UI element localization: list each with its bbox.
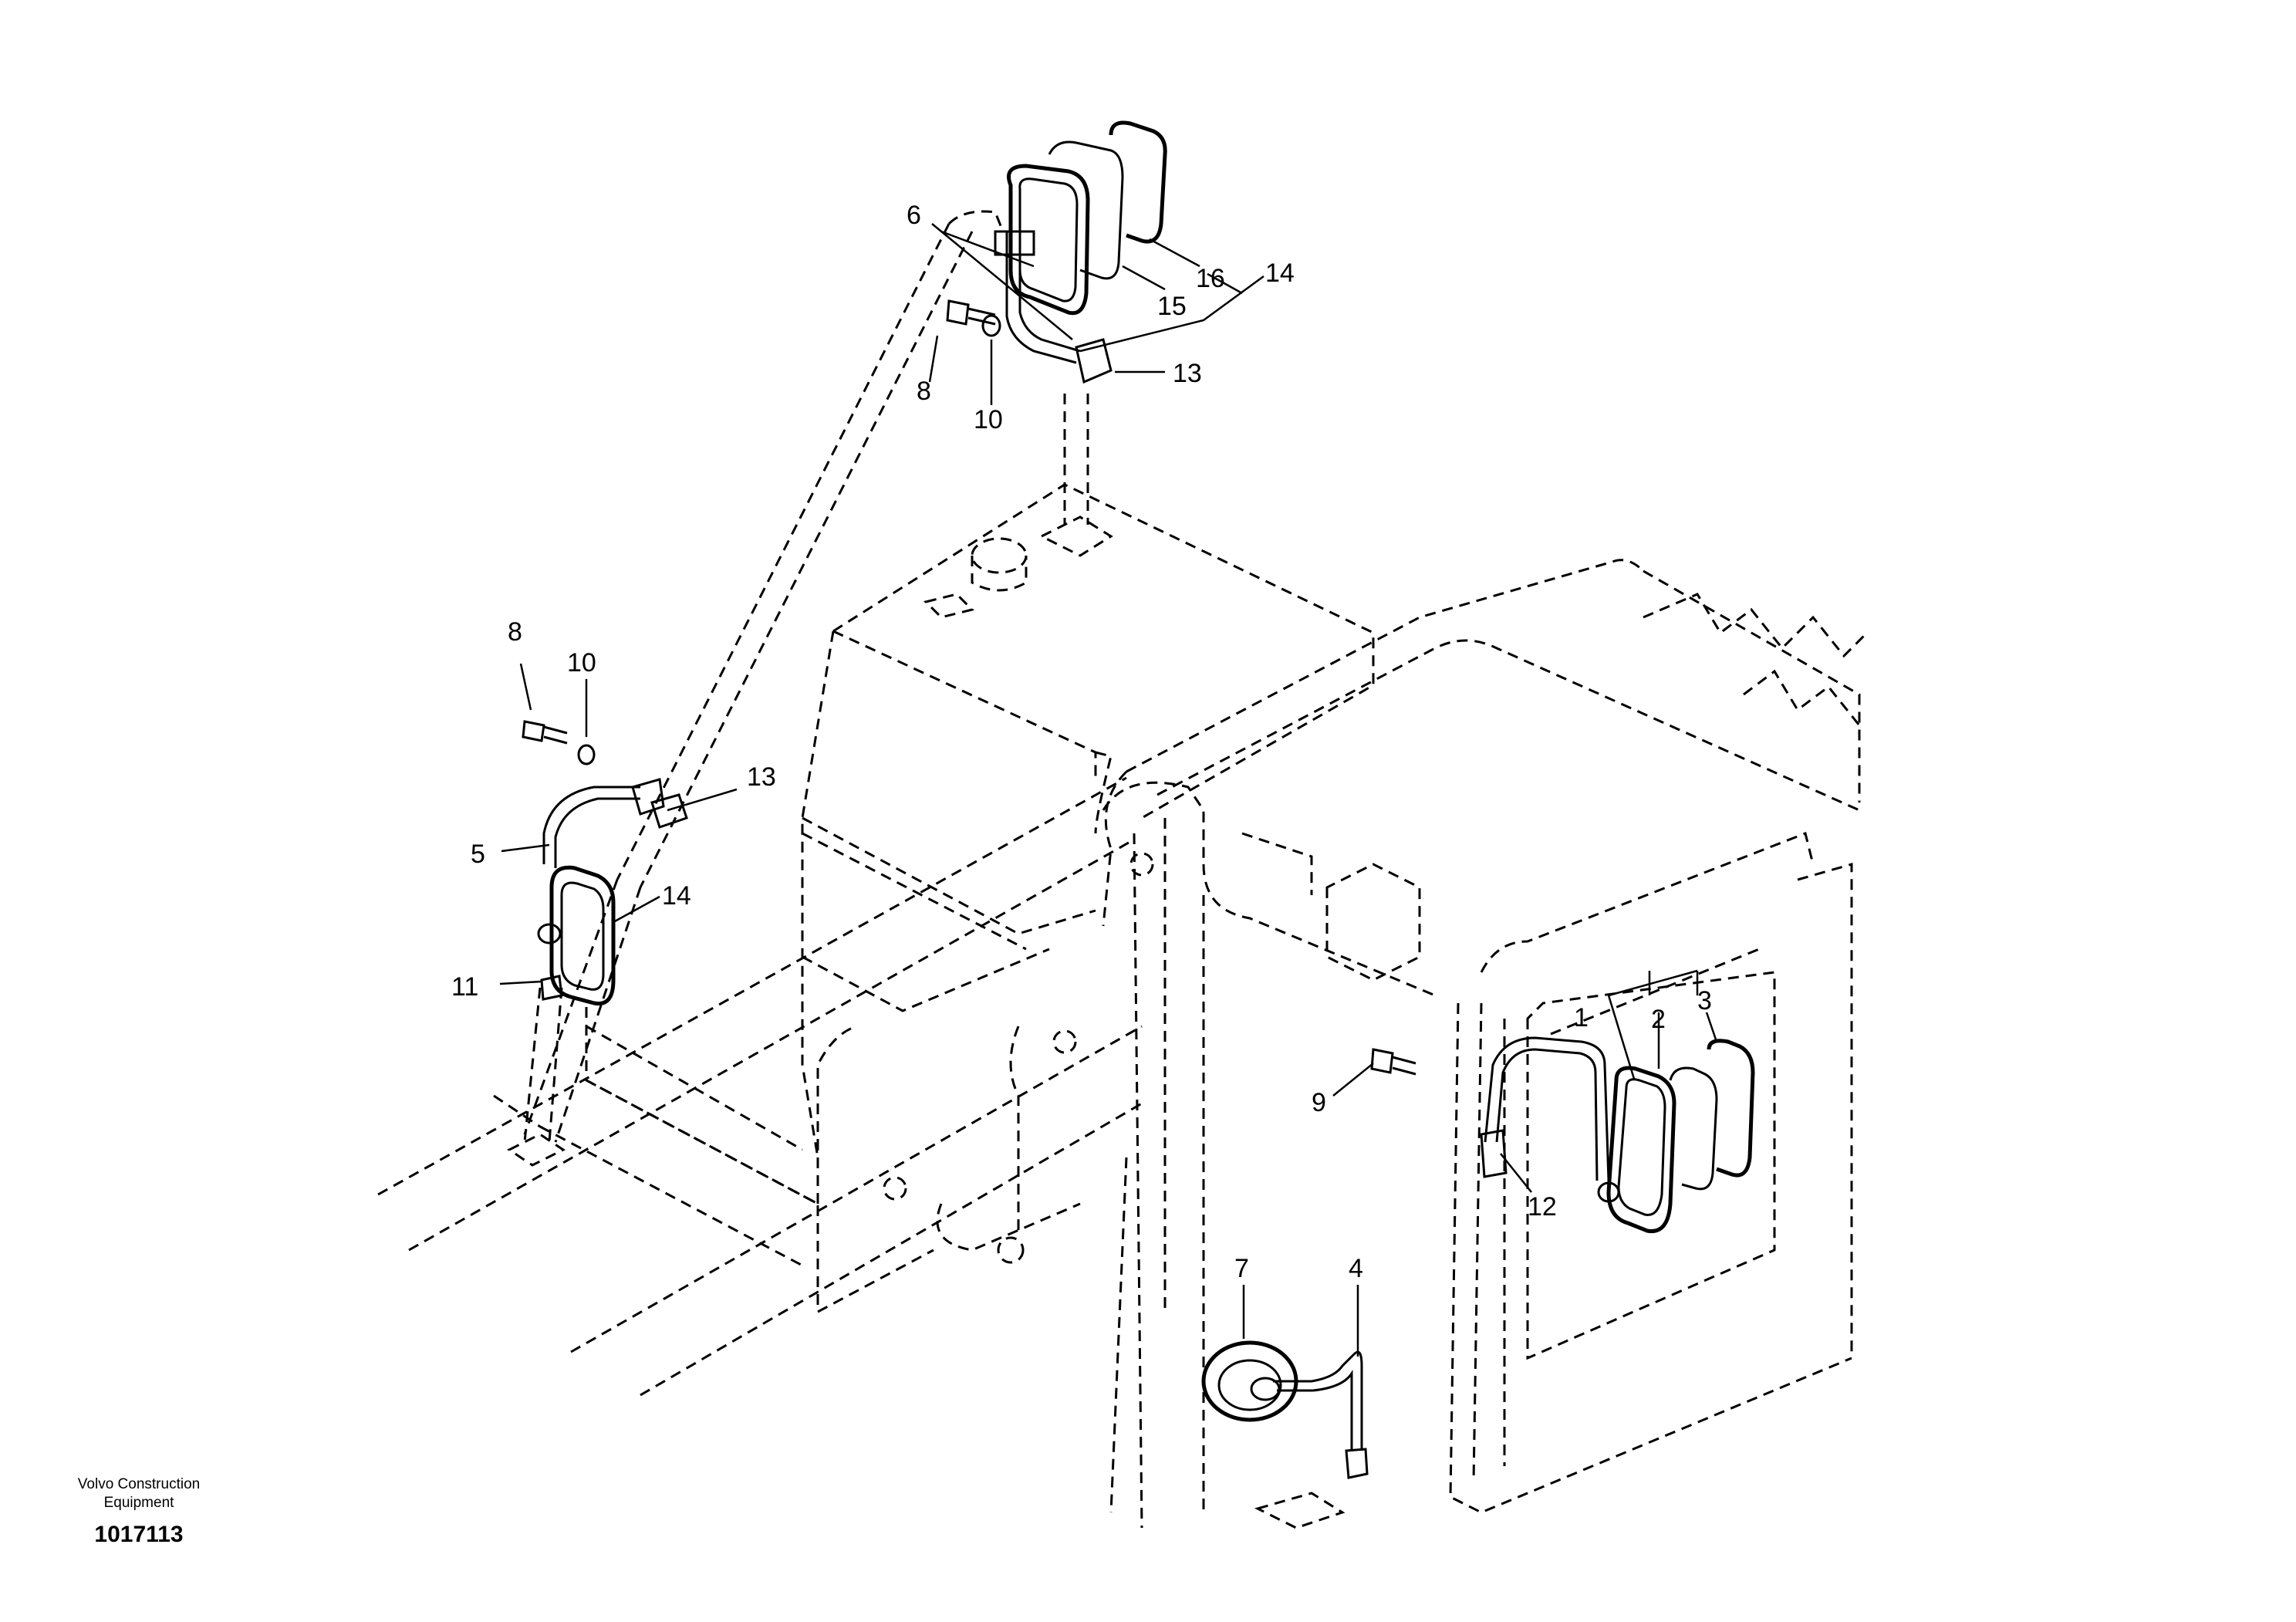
- right-mirror-assembly: [1370, 1036, 1755, 1234]
- label-part-14-left: 14: [662, 881, 691, 911]
- machine-outline: [377, 210, 1869, 1529]
- leader-lines: [499, 223, 1718, 1357]
- label-part-2: 2: [1651, 1005, 1666, 1034]
- label-part-10-top: 10: [974, 405, 1003, 434]
- label-part-8-left: 8: [508, 617, 522, 647]
- company-name-line1: Volvo Construction: [77, 1476, 201, 1492]
- label-part-14-top: 14: [1265, 259, 1295, 288]
- top-mirror-assembly: [946, 120, 1167, 384]
- label-part-16: 16: [1196, 264, 1225, 293]
- label-part-4: 4: [1349, 1254, 1363, 1283]
- label-part-8-top: 8: [917, 377, 931, 406]
- part-labels: 6 16 14 15 13 8 10 8 10 13 5 14 11 1 2 3…: [451, 201, 1712, 1283]
- label-part-7: 7: [1234, 1254, 1249, 1283]
- company-name-line2: Equipment: [103, 1495, 174, 1511]
- company-name: Volvo Construction Equipment: [46, 1475, 231, 1512]
- label-part-9: 9: [1312, 1088, 1326, 1117]
- left-mirror-assembly: [522, 720, 688, 1006]
- label-part-3: 3: [1697, 986, 1712, 1015]
- label-part-13-left: 13: [747, 762, 776, 792]
- label-part-13-top: 13: [1173, 359, 1202, 388]
- label-part-11: 11: [451, 972, 478, 1002]
- label-part-1: 1: [1574, 1003, 1589, 1032]
- illustration-number: 1017113: [94, 1522, 184, 1547]
- label-part-15: 15: [1157, 292, 1187, 321]
- rear-mirror-assembly: [1201, 1340, 1369, 1479]
- label-part-10-left: 10: [567, 648, 596, 678]
- label-part-5: 5: [471, 840, 485, 869]
- label-part-12: 12: [1528, 1192, 1557, 1222]
- label-part-6: 6: [907, 201, 921, 230]
